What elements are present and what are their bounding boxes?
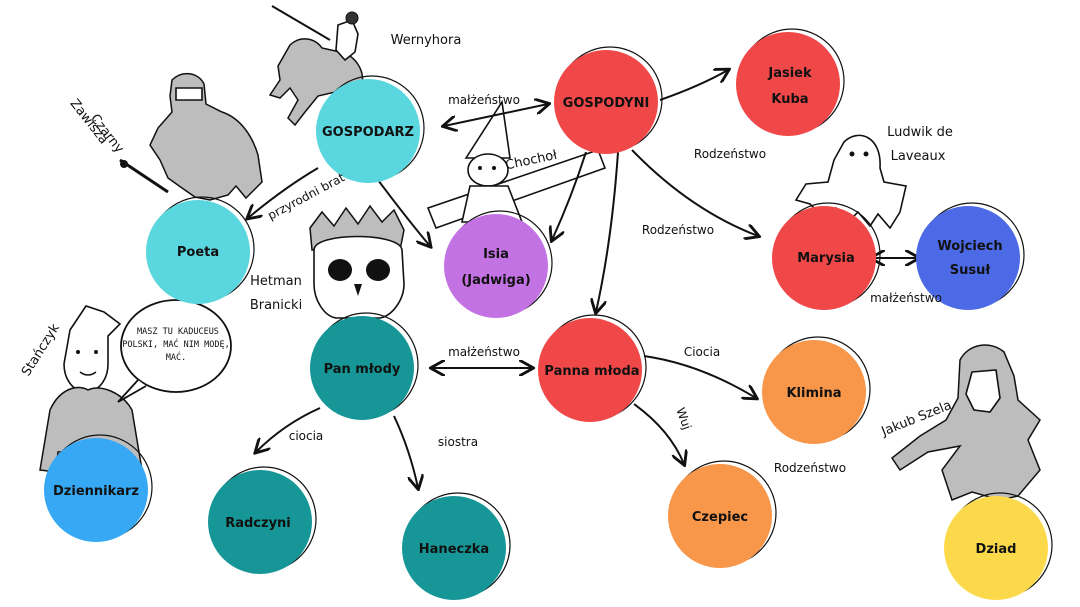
speech-line-2: POLSKI, MAĆ NIM MODĘ, (122, 338, 229, 350)
node-panna-mloda: Panna młoda (538, 314, 647, 422)
speech-line-1: MASZ TU KADUCEUS (137, 327, 219, 337)
node-label-gospodyni: GOSPODYNI (563, 96, 650, 111)
node-label-klimina: Klimina (786, 386, 841, 401)
node-gospodarz: GOSPODARZ (316, 75, 425, 183)
ghost-icon (794, 134, 907, 230)
speech-line-3: MAĆ. (166, 351, 186, 363)
arrow-gospodyni-jasiek (659, 70, 728, 101)
figure-label-ludwik-2: Laveaux (891, 149, 946, 164)
node-gospodyni: GOSPODYNI (554, 46, 663, 154)
node-label-czepiec: Czepiec (692, 510, 748, 525)
node-isia: Isia (Jadwiga) (444, 210, 553, 318)
edge-label-malzenstwo-mid: małżeństwo (448, 345, 520, 359)
arrow-gospodarz-poeta (248, 167, 319, 218)
node-label-dziennikarz: Dziennikarz (53, 484, 139, 499)
figure-label-stanczyk: Stańczyk (19, 321, 63, 379)
chochol-scarecrow-icon (426, 99, 607, 230)
edge-label-ciocia-right: Ciocia (684, 345, 720, 359)
arrow-gospodarz-isia (377, 179, 430, 246)
marriage-arrow-top (444, 104, 548, 126)
node-label-wojciech-sub: Susuł (950, 263, 992, 278)
arrow-pan-radczyni (256, 407, 321, 452)
node-label-pan-mlody: Pan młody (324, 362, 401, 377)
node-klimina: Klimina (762, 336, 871, 444)
node-czepiec: Czepiec (668, 460, 777, 568)
node-label-wojciech: Wojciech (937, 239, 1002, 254)
arrow-gospodyni-isia (552, 151, 587, 240)
node-label-jasiek: Jasiek (767, 66, 812, 81)
speech-bubble: MASZ TU KADUCEUS POLSKI, MAĆ NIM MODĘ, M… (117, 299, 232, 403)
arrow-gospodyni-panna (596, 151, 619, 312)
arrow-pan-haneczka (393, 415, 418, 488)
node-label-haneczka: Haneczka (419, 542, 489, 557)
node-wojciech: Wojciech Susuł (916, 202, 1025, 310)
node-radczyni: Radczyni (208, 466, 317, 574)
edge-label-malzenstwo-top: małżeństwo (448, 93, 520, 107)
edge-label-przyrodni-brat: przyrodni brat (265, 170, 347, 222)
jakub-szela-figure-icon (890, 344, 1041, 501)
node-label-kuba: Kuba (771, 92, 808, 107)
node-jasiek-kuba: Jasiek Kuba (736, 28, 845, 136)
edge-label-ciocia-left: ciocia (289, 429, 324, 443)
node-label-marysia: Marysia (797, 251, 855, 266)
edge-label-wuj: Wuj (673, 406, 694, 432)
node-haneczka: Haneczka (402, 492, 511, 600)
edges (248, 70, 918, 488)
node-label-isia: Isia (483, 247, 509, 262)
node-label-gospodarz: GOSPODARZ (322, 125, 414, 140)
node-marysia: Marysia (772, 202, 881, 310)
edge-label-rodzenstwo-3: Rodzeństwo (774, 461, 846, 475)
figure-label-hetman-2: Branicki (250, 298, 302, 313)
wernyhora-horse-icon (268, 5, 364, 127)
node-dziennikarz: Dziennikarz (44, 434, 153, 542)
figure-label-ludwik-1: Ludwik de (887, 125, 953, 140)
hetman-skull-icon (309, 204, 405, 319)
edge-label-malzenstwo-right: małżeństwo (870, 291, 942, 305)
node-label-isia-sub: (Jadwiga) (461, 273, 530, 288)
figure-label-wernyhora: Wernyhora (391, 33, 462, 48)
edge-label-siostra: siostra (438, 435, 478, 449)
node-poeta: Poeta (146, 196, 255, 304)
arrow-panna-czepiec (633, 403, 684, 464)
arrow-gospodyni-marysia (631, 149, 758, 236)
node-label-dziad: Dziad (976, 542, 1017, 557)
node-label-panna-mloda: Panna młoda (544, 364, 639, 379)
node-pan-mlody: Pan młody (310, 312, 419, 420)
zawisza-knight-icon (119, 72, 263, 201)
edge-label-rodzenstwo-1: Rodzeństwo (694, 147, 766, 161)
node-label-poeta: Poeta (177, 245, 219, 260)
edge-label-rodzenstwo-2: Rodzeństwo (642, 223, 714, 237)
figure-label-hetman-1: Hetman (250, 274, 302, 289)
arrow-panna-klimina (643, 355, 756, 398)
node-label-radczyni: Radczyni (225, 516, 291, 531)
node-dziad: Dziad (944, 492, 1053, 600)
